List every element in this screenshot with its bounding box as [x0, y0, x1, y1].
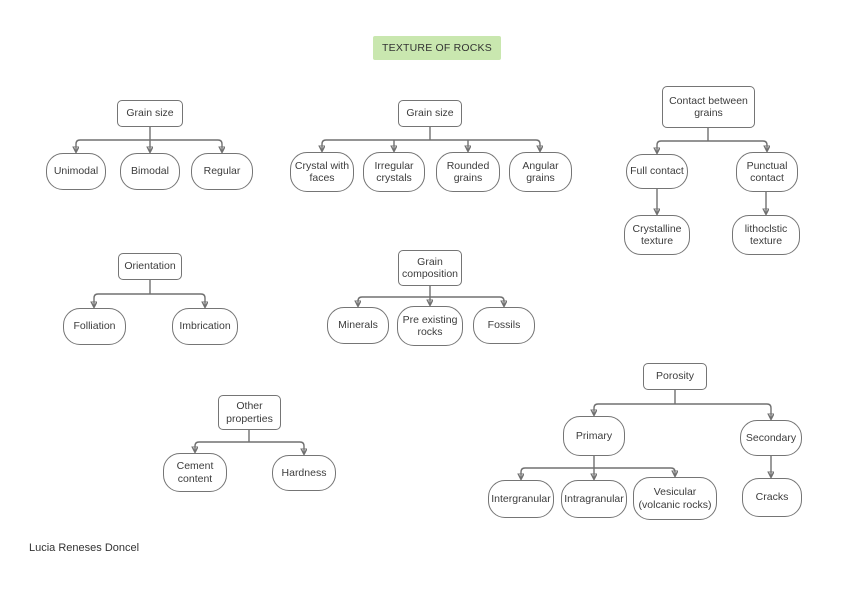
- node-punctual-contact: Punctual contact: [736, 152, 798, 192]
- node-intragranular: Intragranular: [561, 480, 627, 518]
- node-grain-composition: Grain composition: [398, 250, 462, 286]
- node-pre-existing-rocks: Pre existing rocks: [397, 306, 463, 346]
- connector-grain-composition: [357, 286, 505, 302]
- node-angular-grains: Angular grains: [509, 152, 572, 192]
- node-folliation: Folliation: [63, 308, 126, 345]
- node-lithoclstic-texture: lithoclstic texture: [732, 215, 800, 255]
- node-label: Secondary: [745, 431, 797, 444]
- node-grain-size-modality: Grain size: [117, 100, 183, 127]
- node-label: Vesicular (volcanic rocks): [638, 486, 712, 511]
- node-primary: Primary: [563, 416, 625, 456]
- node-label: Folliation: [73, 320, 116, 333]
- connector-other-properties: [194, 430, 305, 447]
- node-irregular-crystals: Irregular crystals: [363, 152, 425, 192]
- node-unimodal: Unimodal: [46, 153, 106, 190]
- node-label: Angular grains: [522, 159, 559, 184]
- node-label: Imbrication: [179, 320, 231, 333]
- connector-porosity-primary: [520, 456, 676, 473]
- author-credit: Lucia Reneses Doncel: [29, 542, 140, 554]
- node-label: Contact between grains: [669, 94, 748, 119]
- node-label: Crystal with faces: [294, 159, 350, 184]
- node-vesicular: Vesicular (volcanic rocks): [633, 477, 717, 520]
- node-label: Intergranular: [491, 492, 551, 505]
- node-cement-content: Cement content: [163, 453, 227, 492]
- node-label: Cracks: [755, 491, 789, 504]
- node-label: Grain size: [126, 107, 174, 120]
- node-minerals: Minerals: [327, 307, 389, 344]
- node-label: Regular: [203, 165, 241, 178]
- connector-contact: [656, 128, 768, 146]
- node-regular: Regular: [191, 153, 253, 190]
- node-imbrication: Imbrication: [172, 308, 238, 345]
- node-label: Irregular crystals: [374, 159, 414, 184]
- node-crystal-with-faces: Crystal with faces: [290, 152, 354, 192]
- node-label: Unimodal: [53, 165, 99, 178]
- node-label: lithoclstic texture: [744, 222, 788, 247]
- connector-grain-size-modality: [75, 127, 223, 145]
- node-label: Fossils: [487, 319, 521, 332]
- node-secondary: Secondary: [740, 420, 802, 456]
- connector-grain-size-shape: [321, 127, 541, 145]
- node-other-properties: Other properties: [218, 395, 281, 430]
- connector-porosity: [593, 390, 772, 409]
- node-label: Minerals: [338, 319, 378, 332]
- node-label: Grain size: [406, 107, 454, 120]
- node-label: Other properties: [226, 400, 273, 425]
- node-label: Porosity: [656, 370, 694, 383]
- node-label: Orientation: [124, 260, 176, 273]
- node-label: Full contact: [630, 165, 684, 178]
- connector-orientation: [93, 280, 206, 299]
- node-rounded-grains: Rounded grains: [436, 152, 500, 192]
- node-label: Intragranular: [564, 492, 624, 505]
- node-label: Hardness: [281, 466, 327, 479]
- diagram-title: TEXTURE OF ROCKS: [373, 36, 501, 60]
- node-label: Crystalline texture: [632, 222, 682, 247]
- node-orientation: Orientation: [118, 253, 182, 280]
- node-porosity: Porosity: [643, 363, 707, 390]
- node-cracks: Cracks: [742, 478, 802, 517]
- node-intergranular: Intergranular: [488, 480, 554, 518]
- node-fossils: Fossils: [473, 307, 535, 344]
- node-label: Pre existing rocks: [402, 313, 458, 338]
- node-contact-between-grains: Contact between grains: [662, 86, 755, 128]
- node-label: Punctual contact: [746, 159, 788, 184]
- node-hardness: Hardness: [272, 455, 336, 491]
- node-label: Grain composition: [401, 255, 459, 280]
- node-label: Primary: [575, 429, 613, 442]
- node-crystalline-texture: Crystalline texture: [624, 215, 690, 255]
- node-full-contact: Full contact: [626, 154, 688, 189]
- node-grain-size-shape: Grain size: [398, 100, 462, 127]
- node-label: Cement content: [176, 460, 214, 485]
- node-label: Bimodal: [131, 165, 169, 178]
- node-bimodal: Bimodal: [120, 153, 180, 190]
- node-label: Rounded grains: [446, 159, 490, 184]
